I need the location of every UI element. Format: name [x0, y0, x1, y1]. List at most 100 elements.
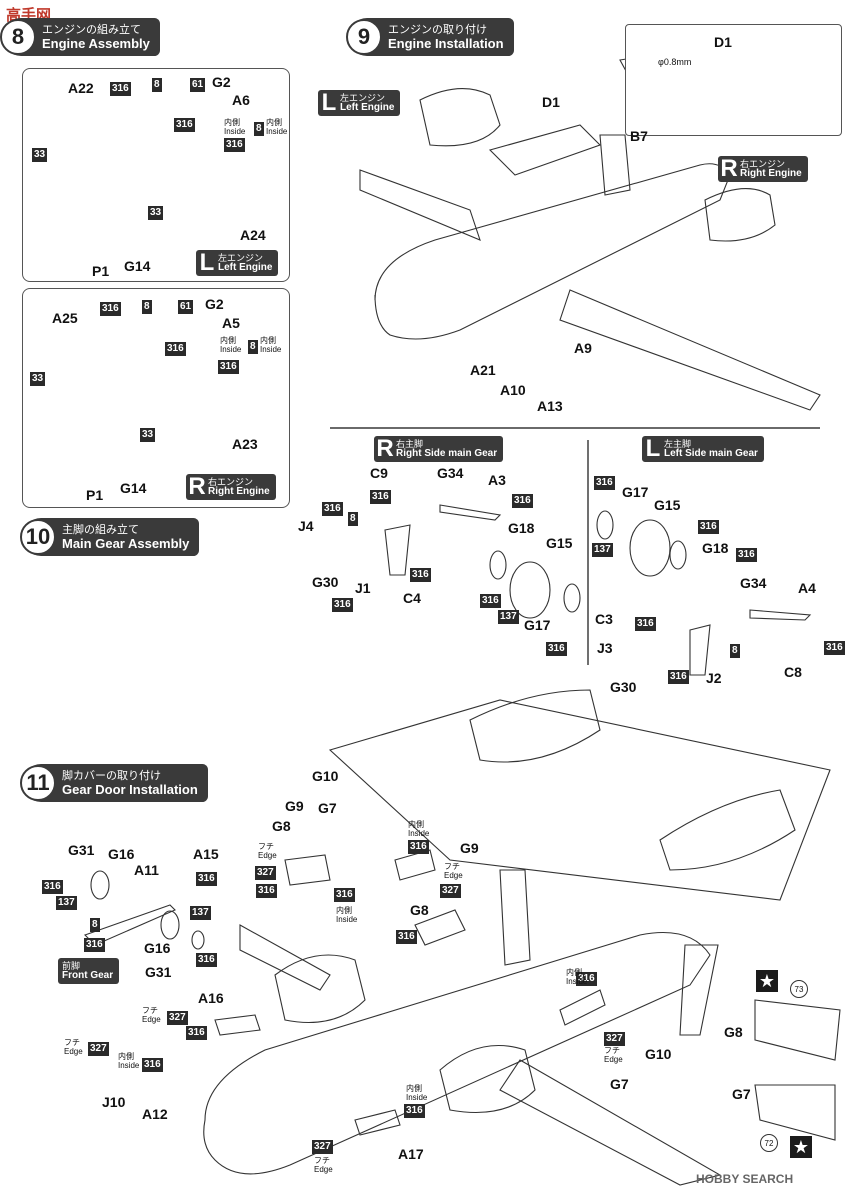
- code-137: 137: [498, 610, 519, 624]
- watermark-site: HOBBY SEARCH: [696, 1172, 794, 1186]
- step8-title-en: Engine Assembly: [42, 36, 150, 51]
- label-G17: G17: [524, 617, 551, 633]
- step10-header: 10 主脚の組み立て Main Gear Assembly: [20, 518, 200, 556]
- label-G14: G14: [124, 258, 151, 274]
- code-327: 327: [312, 1140, 333, 1154]
- right-gear-parts: [384, 504, 601, 763]
- code-316: 316: [480, 594, 501, 608]
- code-316: 316: [142, 1058, 163, 1072]
- code-8: 8: [152, 78, 162, 92]
- label-A4: A4: [798, 580, 816, 596]
- label-A16: A16: [198, 990, 224, 1006]
- label-G18: G18: [702, 540, 729, 556]
- code-327: 327: [255, 866, 276, 880]
- label-G7-decal: G7: [732, 1086, 751, 1102]
- code-8: 8: [254, 122, 264, 136]
- code-316: 316: [396, 930, 417, 944]
- label-D1: D1: [542, 94, 560, 110]
- code-61: 61: [178, 300, 194, 314]
- code-316: 316: [196, 872, 217, 886]
- label-A11: A11: [134, 862, 159, 878]
- code-316: 316: [736, 548, 757, 562]
- label-A5: A5: [222, 315, 240, 331]
- code-61: 61: [190, 78, 206, 92]
- code-33: 33: [32, 148, 48, 162]
- code-8: 8: [142, 300, 152, 314]
- code-33: 33: [148, 206, 164, 220]
- label-A15: A15: [193, 846, 219, 862]
- step9-title-jp: エンジンの取り付け: [388, 24, 487, 36]
- code-33: 33: [140, 428, 156, 442]
- code-316: 316: [698, 520, 719, 534]
- label-G31: G31: [68, 842, 95, 858]
- label-J1: J1: [355, 580, 371, 596]
- step8-title-jp: エンジンの組み立て: [42, 24, 141, 36]
- label-P1: P1: [92, 263, 110, 279]
- code-316: 316: [42, 880, 63, 894]
- code-316: 316: [404, 1104, 425, 1118]
- code-327: 327: [167, 1011, 188, 1025]
- aircraft-step11: [83, 849, 841, 1186]
- star-insignia-icon: ★: [756, 970, 778, 992]
- label-G10: G10: [312, 768, 339, 784]
- label-A24: A24: [240, 227, 266, 243]
- code-33: 33: [30, 372, 46, 386]
- code-316: 316: [408, 840, 429, 854]
- panel-right-engine: [22, 288, 290, 508]
- label-G9: G9: [285, 798, 304, 814]
- label-G34: G34: [437, 465, 464, 481]
- code-327: 327: [440, 884, 461, 898]
- step9-number: 9: [346, 19, 382, 55]
- step11-number: 11: [20, 765, 56, 801]
- label-A21: A21: [470, 362, 496, 378]
- label-A23: A23: [232, 436, 258, 452]
- label-G15: G15: [654, 497, 681, 513]
- code-316: 316: [224, 138, 245, 152]
- label-G10: G10: [645, 1046, 672, 1062]
- star-insignia-icon: ★: [790, 1136, 812, 1158]
- label-C9: C9: [370, 465, 388, 481]
- code-137: 137: [190, 906, 211, 920]
- code-316: 316: [635, 617, 656, 631]
- label-G17: G17: [622, 484, 649, 500]
- label-C4: C4: [403, 590, 421, 606]
- code-316: 316: [332, 598, 353, 612]
- label-J4: J4: [298, 518, 314, 534]
- step11-title-en: Gear Door Installation: [62, 782, 198, 797]
- code-316: 316: [186, 1026, 207, 1040]
- code-316: 316: [110, 82, 131, 96]
- code-327: 327: [604, 1032, 625, 1046]
- label-J10: J10: [102, 1094, 126, 1110]
- label-G16: G16: [108, 846, 135, 862]
- inset-D1-drill: [625, 24, 842, 136]
- decal-73: 73: [790, 980, 808, 998]
- label-G2: G2: [212, 74, 231, 90]
- code-316: 316: [256, 884, 277, 898]
- step11-title-jp: 脚カバーの取り付け: [62, 770, 161, 782]
- step10-number: 10: [20, 519, 56, 555]
- label-J2: J2: [706, 670, 722, 686]
- step8-header: 8 エンジンの組み立て Engine Assembly: [0, 18, 160, 56]
- code-316: 316: [100, 302, 121, 316]
- label-G30: G30: [312, 574, 339, 590]
- label-A3: A3: [488, 472, 506, 488]
- label-A12: A12: [142, 1106, 168, 1122]
- code-316: 316: [84, 938, 105, 952]
- code-137: 137: [592, 543, 613, 557]
- label-G14: G14: [120, 480, 147, 496]
- label-G9: G9: [460, 840, 479, 856]
- step10-title-en: Main Gear Assembly: [62, 536, 190, 551]
